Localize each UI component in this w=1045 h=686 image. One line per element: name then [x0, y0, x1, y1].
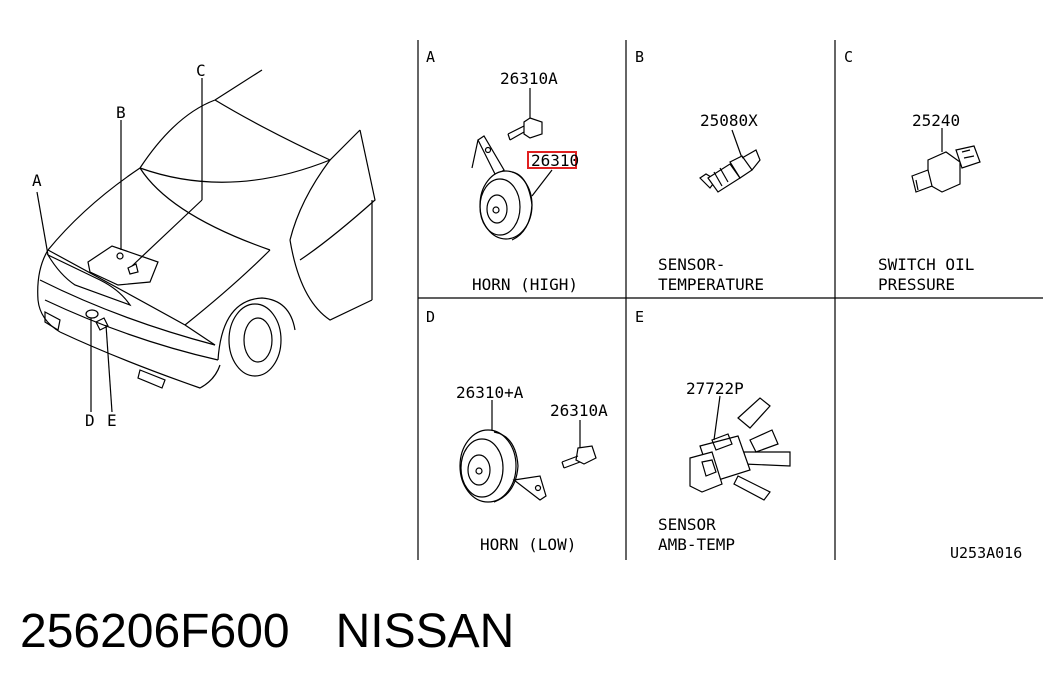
- caption-horn-high: HORN (HIGH): [472, 275, 578, 294]
- part-label-25240[interactable]: 25240: [912, 111, 960, 130]
- part-label-27722p[interactable]: 27722P: [686, 379, 744, 398]
- ambient-temp-sensor-illustration: [689, 395, 791, 501]
- part-label-26310[interactable]: 26310: [531, 151, 579, 170]
- caption-amb-temp-2: AMB-TEMP: [658, 535, 735, 554]
- car-illustration: [37, 69, 376, 389]
- horn-high-illustration: [471, 88, 553, 241]
- part-label-25080x[interactable]: 25080X: [700, 111, 758, 130]
- panel-grid-lines: [417, 40, 1043, 560]
- car-callout-leaders: [36, 78, 203, 413]
- part-number: 256206F600: [20, 604, 290, 658]
- caption-horn-low: HORN (LOW): [480, 535, 576, 554]
- brand-name: NISSAN: [335, 604, 515, 658]
- caption-oil-switch-2: PRESSURE: [878, 275, 955, 294]
- temperature-sensor-illustration: [699, 129, 761, 193]
- part-label-26310a-low[interactable]: 26310A: [550, 401, 608, 420]
- panel-letter-a: A: [426, 48, 435, 66]
- panel-letter-c: C: [844, 48, 853, 66]
- caption-oil-switch-1: SWITCH OIL: [878, 255, 974, 274]
- drawing-code: U253A016: [950, 544, 1022, 562]
- panel-letter-b: B: [635, 48, 644, 66]
- part-label-26310-plus-a[interactable]: 26310+A: [456, 383, 524, 402]
- car-callout-a: A: [32, 171, 42, 190]
- caption-amb-temp-1: SENSOR: [658, 515, 716, 534]
- part-label-26310a-high[interactable]: 26310A: [500, 69, 558, 88]
- panel-letter-d: D: [426, 308, 435, 326]
- car-callout-e: E: [107, 411, 117, 430]
- car-callout-d: D: [85, 411, 95, 430]
- oil-pressure-switch-illustration: [911, 128, 981, 193]
- part-highlight-box: [527, 151, 577, 169]
- car-callout-b: B: [116, 103, 126, 122]
- car-callout-c: C: [196, 61, 206, 80]
- part-footer: 256206F600 NISSAN: [20, 596, 514, 666]
- caption-sensor-temp-2: TEMPERATURE: [658, 275, 764, 294]
- horn-low-illustration: [459, 400, 597, 503]
- parts-diagram: A B C D E A B C D E 26310A 26310 HORN (H…: [32, 40, 1043, 562]
- panel-letter-e: E: [635, 308, 644, 326]
- caption-sensor-temp-1: SENSOR-: [658, 255, 725, 274]
